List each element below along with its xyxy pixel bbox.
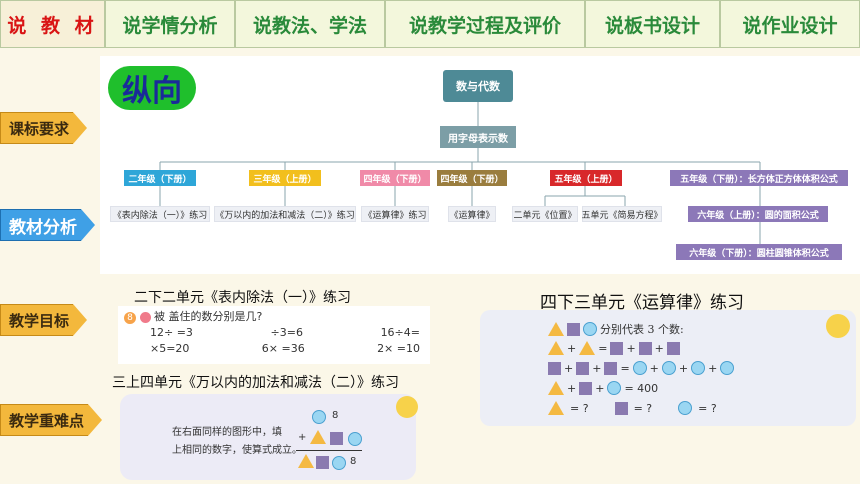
lesson-node: 二单元《位置》 <box>512 206 578 222</box>
tab-teaching-methods[interactable]: 说教法、学法 <box>235 0 385 48</box>
flower-icon <box>139 311 151 323</box>
sidebar-item-objectives[interactable]: 教学目标 <box>0 302 88 338</box>
triangle-shape <box>298 454 314 468</box>
caption-exercise-2: 三上四单元《万以内的加法和减法（二）》练习 <box>112 375 399 391</box>
tab-textbook[interactable]: 说 教 材 <box>0 0 105 48</box>
circle-shape <box>332 456 346 470</box>
circle-shape <box>583 322 597 336</box>
exercise-2-puzzle: 8 + 8 <box>296 410 366 470</box>
lesson-node: 《运算律》 <box>448 206 496 222</box>
exercise-1-question: 8 被 盖住的数分别是几? <box>124 308 262 324</box>
sub-node: 用字母表示数 <box>440 126 516 148</box>
grade-node: 五年级（上册） <box>550 170 622 186</box>
sidebar-item-textbook-analysis[interactable]: 教材分析 <box>0 207 95 243</box>
caption-exercise-3: 四下三单元《运算律》练习 <box>540 293 744 313</box>
exercise-3-line: +=++ <box>548 341 680 355</box>
tab-board-design[interactable]: 说板书设计 <box>585 0 720 48</box>
lesson-node: 五单元《简易方程》 <box>582 206 663 222</box>
exercise-1-equations: 12÷ =3 ÷3=6 16÷4= ×5=20 6× =36 2× =10 <box>150 326 420 355</box>
sidebar-item-curriculum[interactable]: 课标要求 <box>0 110 88 146</box>
square-shape <box>316 456 329 469</box>
triangle-shape <box>548 322 564 336</box>
caption-exercise-1: 二下二单元《表内除法（一）》练习 <box>134 290 351 306</box>
lightbulb-icon <box>396 396 418 418</box>
circle-shape <box>348 432 362 446</box>
triangle-shape <box>310 430 326 444</box>
tab-teaching-process[interactable]: 说教学过程及评价 <box>385 0 585 48</box>
grade-node: 六年级（下册）：圆柱圆锥体积公式 <box>676 244 842 260</box>
square-shape <box>330 432 343 445</box>
lesson-node: 《运算律》练习 <box>361 206 429 222</box>
grade-node: 六年级（上册）：圆的面积公式 <box>688 206 828 222</box>
grade-node: 四年级（下册） <box>360 170 430 186</box>
exercise-2-text: 在右面同样的图形中，填 上相同的数字，使算式成立。 <box>172 427 302 456</box>
sidebar-item-key-points[interactable]: 教学重难点 <box>0 402 103 438</box>
grade-node: 二年级（下册） <box>124 170 196 186</box>
exercise-3-line: 分别代表 3 个数: <box>548 321 684 337</box>
lesson-node: 《表内除法（一）》练习 <box>110 206 210 222</box>
tab-student-analysis[interactable]: 说学情分析 <box>105 0 235 48</box>
exercise-3-line: ++=+++ <box>548 361 735 375</box>
square-shape <box>567 322 580 336</box>
lightbulb-icon <box>826 314 850 338</box>
vertical-badge: 纵向 <box>108 66 196 110</box>
lesson-node: 《万以内的加法和减法（二）》练习 <box>214 206 356 222</box>
grade-node: 五年级（下册）：长方体正方体体积公式 <box>670 170 848 186</box>
tab-homework-design[interactable]: 说作业设计 <box>720 0 860 48</box>
root-node: 数与代数 <box>443 70 513 102</box>
exercise-3-line: = ? = ? = ? <box>548 401 717 415</box>
grade-node: 三年级（上册） <box>249 170 321 186</box>
exercise-3-line: ++= 400 <box>548 381 658 395</box>
top-tab-bar: 说 教 材 说学情分析 说教法、学法 说教学过程及评价 说板书设计 说作业设计 <box>0 0 860 52</box>
exercise-2-panel <box>120 394 416 480</box>
grade-node: 四年级（下册） <box>437 170 507 186</box>
exercise-1-panel <box>118 306 430 364</box>
circle-shape <box>312 410 326 424</box>
